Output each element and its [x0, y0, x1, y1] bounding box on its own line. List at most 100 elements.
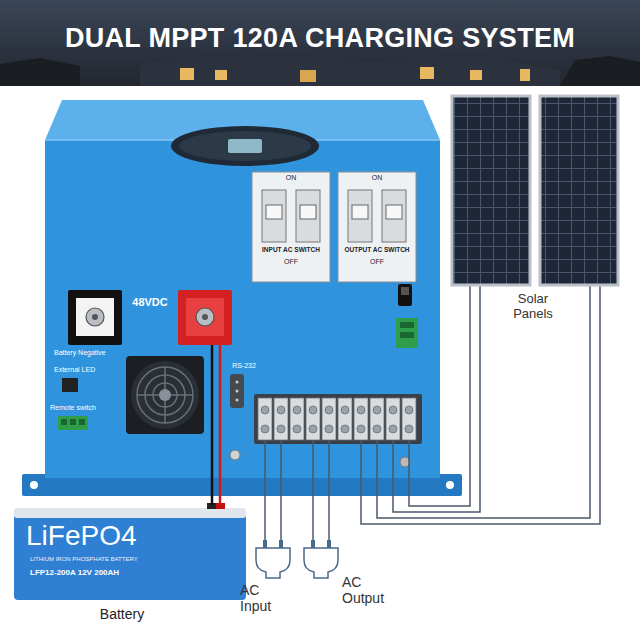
inverter-illustration — [79, 419, 85, 425]
banner-photo — [520, 69, 530, 81]
banner-photo — [180, 68, 194, 80]
inverter-illustration — [228, 139, 262, 153]
inverter-illustration — [45, 140, 440, 478]
breaker-switch: ONOUTPUT AC SWITCHOFF — [338, 172, 416, 282]
inverter-illustration — [137, 367, 193, 423]
ac-output-plug: AC Output — [300, 540, 392, 628]
inverter-illustration — [202, 314, 208, 320]
inner-wires — [211, 345, 214, 478]
breaker-illustration — [252, 172, 416, 282]
solar-panel-group: Solar Panels — [446, 92, 626, 332]
battery-type: LITHIUM IRON PHOSPHATE BATTERY — [30, 556, 180, 563]
voltage-label: 48VDC — [124, 296, 176, 309]
solar-panel-illustration — [540, 96, 618, 285]
breaker-illustration — [386, 205, 402, 219]
inner-wires — [265, 440, 409, 478]
inverter-illustration — [61, 419, 67, 425]
inverter-illustration — [230, 374, 244, 408]
inverter-illustration — [236, 381, 239, 384]
inner-wires — [219, 345, 222, 478]
inverter-illustration — [398, 284, 412, 306]
banner-photo — [0, 0, 640, 86]
terminal-block — [386, 398, 400, 440]
breaker-illustration — [262, 190, 286, 242]
banner-photo — [300, 70, 316, 82]
banner-photo — [215, 70, 227, 80]
terminal-block — [402, 398, 416, 440]
breaker-illustration — [352, 205, 368, 219]
port-label: RS-232 — [224, 362, 264, 370]
wire-connector — [361, 332, 600, 524]
battery-brand: LiFePO4 — [26, 520, 176, 552]
breaker-illustration — [296, 190, 320, 242]
ac-input-plug: AC Input — [236, 540, 298, 628]
part-label: Solar Panels — [505, 292, 561, 322]
inverter-illustration — [400, 322, 414, 328]
wire — [211, 478, 214, 505]
wire — [219, 478, 222, 505]
wire — [393, 332, 480, 512]
inner-wires — [212, 285, 600, 478]
inverter-illustration — [58, 416, 88, 430]
banner-photo — [140, 50, 560, 86]
inverter-illustration — [230, 450, 240, 460]
banner-photo — [0, 0, 640, 86]
inverter-illustration — [62, 378, 78, 392]
terminal-block — [290, 398, 304, 440]
wire — [409, 332, 470, 506]
terminal-block — [254, 394, 422, 444]
inverter-illustration — [396, 318, 418, 348]
wire-connector — [265, 478, 281, 540]
terminal-block — [306, 398, 320, 440]
wire — [280, 478, 282, 540]
inverter-illustration — [76, 298, 114, 336]
part-label: Battery — [62, 606, 182, 622]
terminal-block — [254, 394, 422, 444]
inverter-illustration — [179, 131, 311, 161]
terminal-block — [258, 398, 272, 440]
port-label: External LED — [54, 366, 124, 374]
wire — [264, 478, 266, 540]
terminal-block — [370, 398, 384, 440]
plug-illustration — [304, 548, 338, 578]
inverter-illustration — [178, 290, 232, 345]
plug-illustration — [256, 540, 338, 578]
inverter-illustration — [92, 314, 98, 320]
inverter-illustration — [186, 298, 224, 336]
wire — [361, 332, 600, 524]
banner-photo — [420, 67, 434, 79]
diagram-title: DUAL MPPT 120A CHARGING SYSTEM — [0, 22, 640, 54]
inverter-illustration — [137, 367, 193, 423]
battery-illustration — [14, 503, 246, 600]
inverter-illustration — [446, 481, 454, 489]
part-label: AC Input — [240, 582, 286, 614]
switch-state: ON — [252, 174, 330, 182]
wire — [328, 478, 330, 540]
inverter-illustration — [22, 100, 462, 496]
inverter-illustration — [401, 287, 409, 295]
part-label: AC Output — [342, 574, 390, 606]
solar-panel-illustration — [452, 96, 618, 285]
breaker-illustration — [266, 205, 282, 219]
inverter-illustration — [236, 399, 239, 402]
breaker-switch: ONINPUT AC SWITCHOFF — [252, 172, 330, 282]
banner-photo — [560, 56, 640, 86]
port-label: Battery Negative — [54, 349, 122, 357]
battery-model: LFP12-200A 12V 200AH — [30, 568, 180, 577]
inverter-illustration — [171, 126, 319, 166]
banner-photo — [470, 70, 482, 80]
battery-illustration — [14, 508, 246, 518]
wire — [312, 478, 314, 540]
switch-state: OFF — [252, 258, 330, 266]
terminal-block — [338, 398, 352, 440]
inverter-illustration — [70, 419, 76, 425]
breaker-illustration — [382, 190, 406, 242]
inverter-illustration — [159, 389, 171, 401]
inverter-illustration — [126, 356, 204, 434]
solar-panel-illustration — [452, 96, 530, 285]
terminal-block — [322, 398, 336, 440]
port-label: Remote switch — [50, 404, 122, 412]
inner-wires — [470, 285, 600, 332]
inverter-illustration — [131, 361, 199, 429]
battery-illustration — [14, 514, 246, 600]
